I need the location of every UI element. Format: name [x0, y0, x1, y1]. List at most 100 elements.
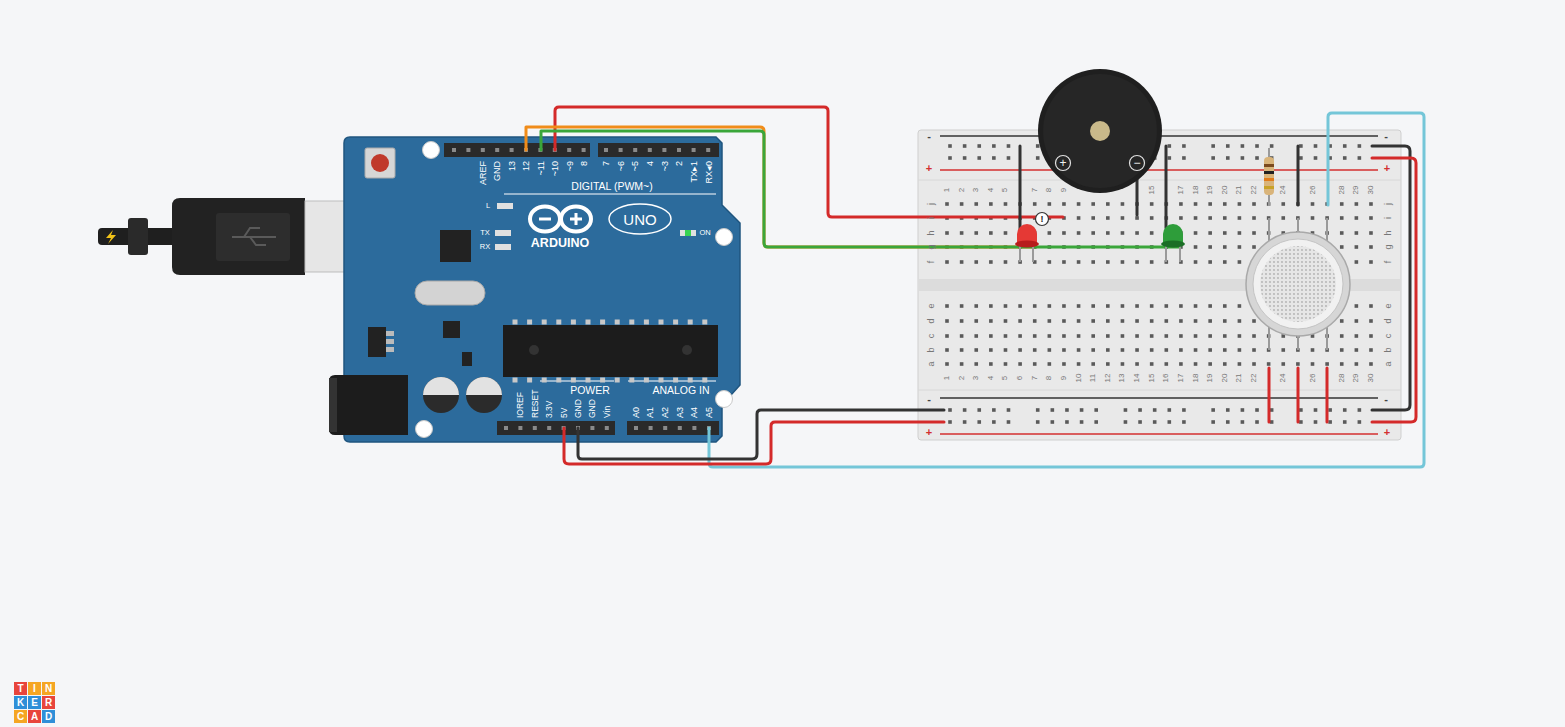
breadboard-hole: [1091, 319, 1095, 323]
column-number: 6: [1016, 376, 1024, 380]
breadboard-hole: [1223, 216, 1227, 220]
breadboard-hole: [1168, 408, 1172, 412]
power-led: [680, 230, 696, 236]
wire: [1165, 146, 1168, 228]
breadboard-hole: [1168, 144, 1172, 148]
chip-pin: [571, 378, 576, 383]
logo-letter: D: [45, 712, 52, 722]
chip-pin: [629, 378, 634, 383]
pin-header: [627, 421, 719, 435]
breadboard-hole: [1311, 216, 1315, 220]
breadboard-hole: [1091, 216, 1095, 220]
breadboard-hole: [1223, 348, 1227, 352]
breadboard-hole: [1168, 156, 1172, 160]
breadboard-hole: [1062, 348, 1066, 352]
wire: [1372, 146, 1410, 410]
breadboard-hole: [1208, 231, 1212, 235]
column-number: 9: [1060, 188, 1068, 192]
breadboard-hole: [1343, 420, 1347, 424]
breadboard-hole: [1004, 231, 1008, 235]
breadboard-hole: [1150, 319, 1154, 323]
breadboard-hole: [1223, 319, 1227, 323]
breadboard-hole: [1281, 202, 1285, 206]
logo-square: [14, 696, 27, 709]
breadboard-hole: [1369, 304, 1373, 308]
breadboard-hole: [1267, 362, 1271, 366]
breadboard-hole: [1165, 334, 1169, 338]
breadboard-hole: [1311, 202, 1315, 206]
breadboard-hole: [1121, 334, 1125, 338]
breadboard-hole: [1153, 408, 1157, 412]
column-number: 20: [1221, 186, 1229, 195]
column-number: 11: [1089, 374, 1097, 382]
breadboard-hole: [1033, 334, 1037, 338]
breadboard-hole: [1369, 348, 1373, 352]
breadboard-hole: [1299, 144, 1303, 148]
breadboard-hole: [1194, 216, 1198, 220]
breadboard-hole: [1033, 348, 1037, 352]
pin-label: A5: [705, 407, 714, 418]
header-socket: [452, 148, 456, 152]
breadboard-hole: [974, 260, 978, 264]
pin-label: ~3: [661, 161, 670, 171]
breadboard-hole: [1033, 304, 1037, 308]
breadboard-hole: [1179, 362, 1183, 366]
column-number: 19: [1206, 186, 1214, 195]
wire: [1019, 146, 1022, 230]
capacitor-top: [466, 377, 502, 395]
breadboard-hole: [1226, 156, 1230, 160]
board-pins: [452, 148, 711, 430]
transistor: [462, 352, 472, 366]
breadboard-hole: [1255, 408, 1259, 412]
breadboard-hole: [1062, 231, 1066, 235]
breadboard-hole: [1211, 408, 1215, 412]
breadboard-hole: [1223, 362, 1227, 366]
breadboard-hole: [1150, 304, 1154, 308]
breadboard-hole: [1077, 334, 1081, 338]
breadboard-hole: [1194, 245, 1198, 249]
breadboard-hole: [1355, 202, 1359, 206]
rail-sign: -: [927, 131, 931, 142]
resistor-band: [1264, 178, 1274, 181]
row-letter: b: [1384, 347, 1393, 352]
breadboard-hole: [1358, 408, 1362, 412]
column-number: 19: [1206, 374, 1214, 383]
chip-pin: [644, 378, 649, 383]
pin-label: 8: [580, 161, 589, 166]
usb-strain-relief: [128, 218, 148, 255]
breadboard-hole: [1077, 319, 1081, 323]
rail-sign: +: [1384, 427, 1390, 438]
column-number: 10: [1075, 374, 1083, 383]
gas-sensor: [1246, 232, 1350, 336]
breadboard-hole: [1238, 304, 1242, 308]
breadboard-hole: [1369, 319, 1373, 323]
breadboard-hole: [1091, 202, 1095, 206]
header-socket: [533, 426, 537, 430]
breadboard-hole: [1208, 304, 1212, 308]
breadboard-hole: [1208, 319, 1212, 323]
breadboard-hole: [1311, 362, 1315, 366]
breadboard-hole: [1241, 420, 1245, 424]
wire: [1326, 368, 1329, 422]
header-title: POWER: [570, 385, 610, 396]
chip-pin: [615, 320, 620, 325]
breadboard-hole: [1281, 362, 1285, 366]
breadboard-hole: [1033, 202, 1037, 206]
breadboard-hole: [963, 420, 967, 424]
breadboard-hole: [1340, 245, 1344, 249]
breadboard-hole: [1165, 319, 1169, 323]
breadboard-hole: [1299, 408, 1303, 412]
breadboard-hole: [1106, 304, 1110, 308]
breadboard-hole: [1124, 408, 1128, 412]
chip-dot: [682, 345, 692, 355]
column-number: 28: [1338, 186, 1346, 195]
row-letter: g: [1384, 244, 1393, 249]
chip-pin: [600, 320, 605, 325]
pin-label: GND: [493, 161, 502, 181]
smd-led: [495, 244, 511, 250]
breadboard-hole: [977, 420, 981, 424]
breadboard-hole: [992, 420, 996, 424]
rail-sign: +: [926, 163, 932, 174]
capacitor-top: [423, 377, 459, 395]
polarity-mark: [1056, 156, 1071, 171]
